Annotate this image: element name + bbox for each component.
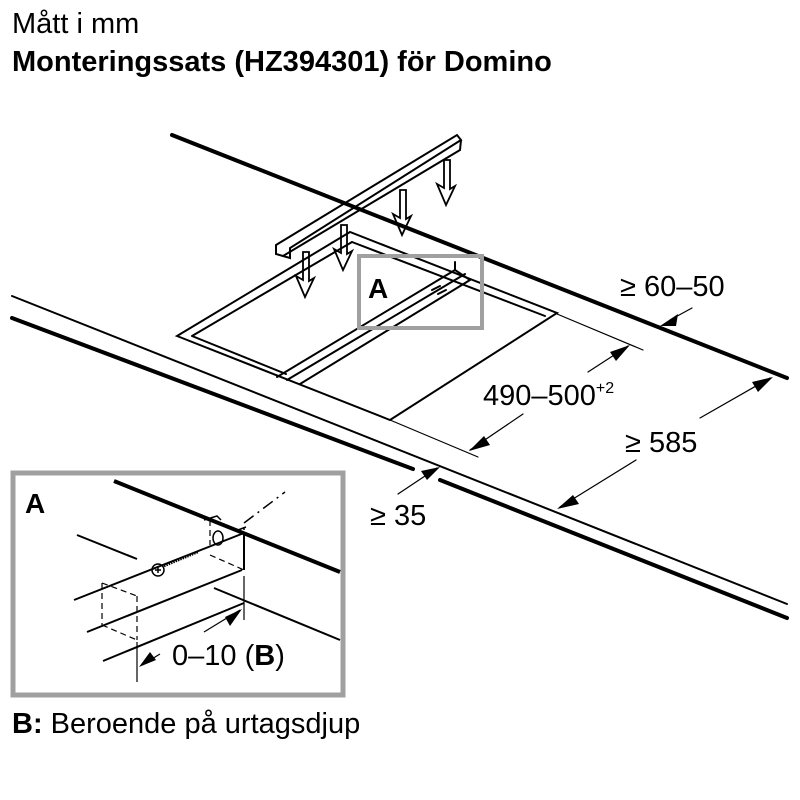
down-arrow-icon: [332, 224, 355, 273]
cutout-outline: [174, 230, 560, 422]
worktop-front-edge-bottom: [10, 316, 789, 620]
units-note: Mått i mm: [12, 8, 140, 40]
detail-a-marker-box: [357, 254, 484, 330]
front-gap-dimension: ≥ 35: [370, 500, 426, 532]
rear-gap-dimension: ≥ 60–50: [620, 271, 725, 303]
detail-a-title: A: [25, 488, 45, 519]
cutout-depth-dimension: 490–500+2: [483, 380, 614, 412]
worktop-front-edge-top: [11, 295, 788, 605]
footnote: B: Beroende på urtagsdjup: [12, 708, 360, 741]
down-arrow-icon: [435, 159, 458, 208]
page-title: Monteringssats (HZ394301) för Domino: [12, 46, 552, 78]
screw-icon: [151, 550, 199, 577]
mounting-bar: [275, 133, 463, 260]
dimension-arrowheads: [421, 314, 773, 509]
footnote-key: B:: [12, 708, 43, 740]
worktop-depth-dimension: ≥ 585: [625, 427, 697, 459]
down-arrow-icon: [391, 189, 414, 238]
detail-a-inset: A 0–10 (B): [10, 470, 346, 698]
down-arrow-icon: [294, 251, 317, 300]
footnote-text: Beroende på urtagsdjup: [42, 708, 361, 740]
detail-a-marker-label: A: [368, 273, 388, 304]
detail-offset-dimension: 0–10 (B): [172, 640, 285, 672]
